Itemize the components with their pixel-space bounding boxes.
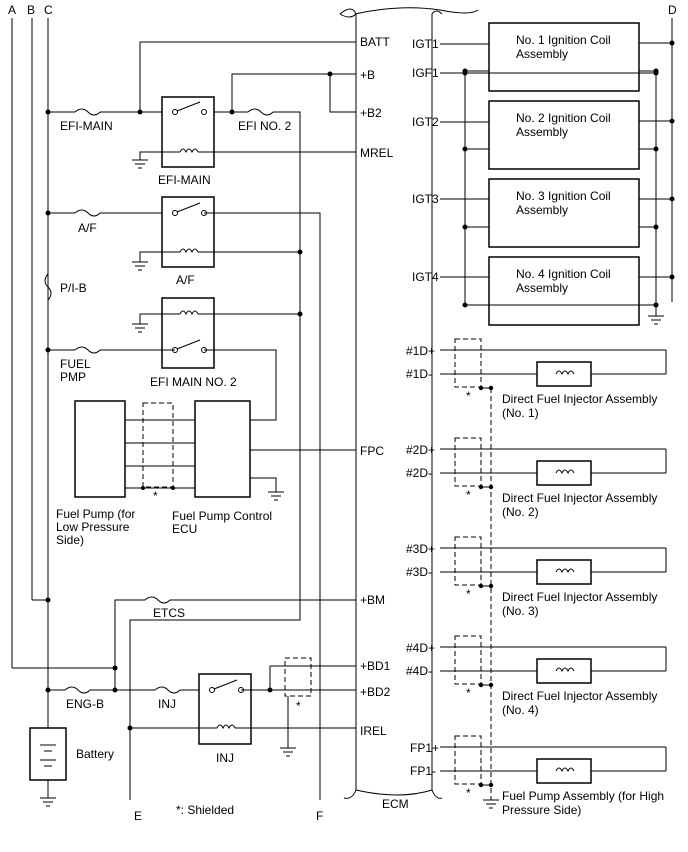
shield — [454, 735, 482, 785]
efi-no2-fuse-label: EFI NO. 2 — [238, 119, 292, 133]
ecm-body — [339, 7, 479, 799]
ignition-coil-4 — [488, 256, 640, 326]
ecm-pin-1d-minus: #1D- — [406, 367, 432, 381]
ecm-pin-igt4: IGT4 — [412, 270, 439, 284]
af-fuse-label: A/F — [78, 221, 97, 235]
svg-text:*: * — [466, 786, 471, 800]
ignition-coil-3 — [488, 178, 640, 248]
ecm-label: ECM — [382, 797, 409, 811]
etcs-fuse — [144, 596, 171, 604]
injector-2-label: Direct Fuel Injector Assembly(No. 2) — [502, 491, 657, 519]
ecm-pin-igt1: IGT1 — [412, 37, 439, 51]
injector-4-label: Direct Fuel Injector Assembly(No. 4) — [502, 689, 657, 717]
shielded-note: *: Shielded — [176, 803, 234, 817]
shield — [142, 402, 174, 488]
eng-b-fuse-label: ENG-B — [66, 697, 104, 711]
fuel-pump-high-pressure — [536, 758, 592, 784]
ecm-pin-fp1-minus: FP1- — [410, 764, 436, 778]
efi-main-fuse — [74, 108, 101, 116]
shield-mark: * — [153, 489, 158, 503]
efi-no2-fuse — [247, 108, 274, 116]
injector-3-label: Direct Fuel Injector Assembly(No. 3) — [502, 590, 657, 618]
ecm-pin-3d-plus: #3D+ — [406, 542, 435, 556]
efi-main-relay — [161, 96, 215, 168]
ecm-pin-mrel: MREL — [360, 146, 394, 160]
ecm-pin-4d-plus: #4D+ — [406, 641, 435, 655]
injector-1 — [536, 361, 592, 387]
ecm-pin-batt: BATT — [360, 35, 390, 49]
ecm-pin-4d-minus: #4D- — [406, 664, 432, 678]
ecm-pin-igf1: IGF1 — [412, 66, 439, 80]
inj-relay-label: INJ — [216, 751, 234, 765]
shield — [454, 635, 482, 685]
etcs-fuse-label: ETCS — [153, 606, 185, 620]
bus-a-label: A — [8, 3, 16, 17]
svg-text:*: * — [296, 699, 301, 713]
svg-text:*: * — [466, 587, 471, 601]
ecm-pin-1d-plus: #1D+ — [406, 344, 435, 358]
ecm-pin-b2: +B2 — [360, 106, 382, 120]
ecm-pin-bm: +BM — [360, 593, 385, 607]
fuel-pmp-fuse — [74, 346, 101, 354]
battery — [29, 727, 67, 781]
af-relay-label: A/F — [176, 273, 195, 287]
bus-b-label: B — [27, 3, 35, 17]
efi-main-no2-relay — [161, 297, 215, 369]
shield — [454, 536, 482, 586]
af-fuse — [74, 209, 101, 217]
svg-text:*: * — [466, 686, 471, 700]
svg-text:*: * — [466, 488, 471, 502]
af-relay — [161, 196, 215, 268]
svg-text:*: * — [466, 389, 471, 403]
shield — [284, 657, 312, 697]
ecm-pin-igt3: IGT3 — [412, 192, 439, 206]
inj-fuse — [154, 686, 181, 694]
ignition-coil-2 — [488, 100, 640, 170]
bus-e-label: E — [134, 809, 142, 823]
inj-fuse-label: INJ — [158, 697, 176, 711]
shield — [454, 437, 482, 487]
ecm-pin-irel: IREL — [360, 724, 387, 738]
pib-fuse-label: P/I-B — [60, 281, 87, 295]
injector-section: #1D+ #1D- * Direct Fuel Injector Assembly(N… — [406, 338, 667, 817]
efi-main-relay-label: EFI-MAIN — [158, 173, 211, 187]
battery-label: Battery — [76, 747, 114, 761]
bus-d-label: D — [668, 3, 677, 17]
ignition-coil-1 — [488, 22, 640, 92]
eng-b-fuse — [64, 686, 91, 694]
inj-relay — [198, 673, 252, 745]
ecm-pin-igt2: IGT2 — [412, 115, 439, 129]
bus-f-label: F — [316, 809, 323, 823]
fuel-pump-control-ecu — [194, 400, 251, 498]
ecm-pin-bd1: +BD1 — [360, 659, 391, 673]
ecm-pin-bd2: +BD2 — [360, 685, 391, 699]
pib-fuse — [44, 273, 52, 301]
bus-c-label: C — [44, 3, 53, 17]
ecm-pin-b: +B — [360, 68, 375, 82]
injector-2 — [536, 460, 592, 486]
ecm-pin-fpc: FPC — [360, 444, 384, 458]
injector-3 — [536, 559, 592, 585]
ecm-pin-2d-minus: #2D- — [406, 466, 432, 480]
fuel-pump-low-pressure — [74, 400, 126, 498]
efi-main-no2-relay-label: EFI MAIN NO. 2 — [150, 375, 237, 389]
injector-4 — [536, 658, 592, 684]
ecm-pin-3d-minus: #3D- — [406, 565, 432, 579]
injector-1-label: Direct Fuel Injector Assembly(No. 1) — [502, 392, 657, 420]
shield — [454, 338, 482, 388]
ecm-pin-fp1-plus: FP1+ — [410, 741, 439, 755]
efi-main-fuse-label: EFI-MAIN — [60, 119, 113, 133]
ecm-pin-2d-plus: #2D+ — [406, 443, 435, 457]
